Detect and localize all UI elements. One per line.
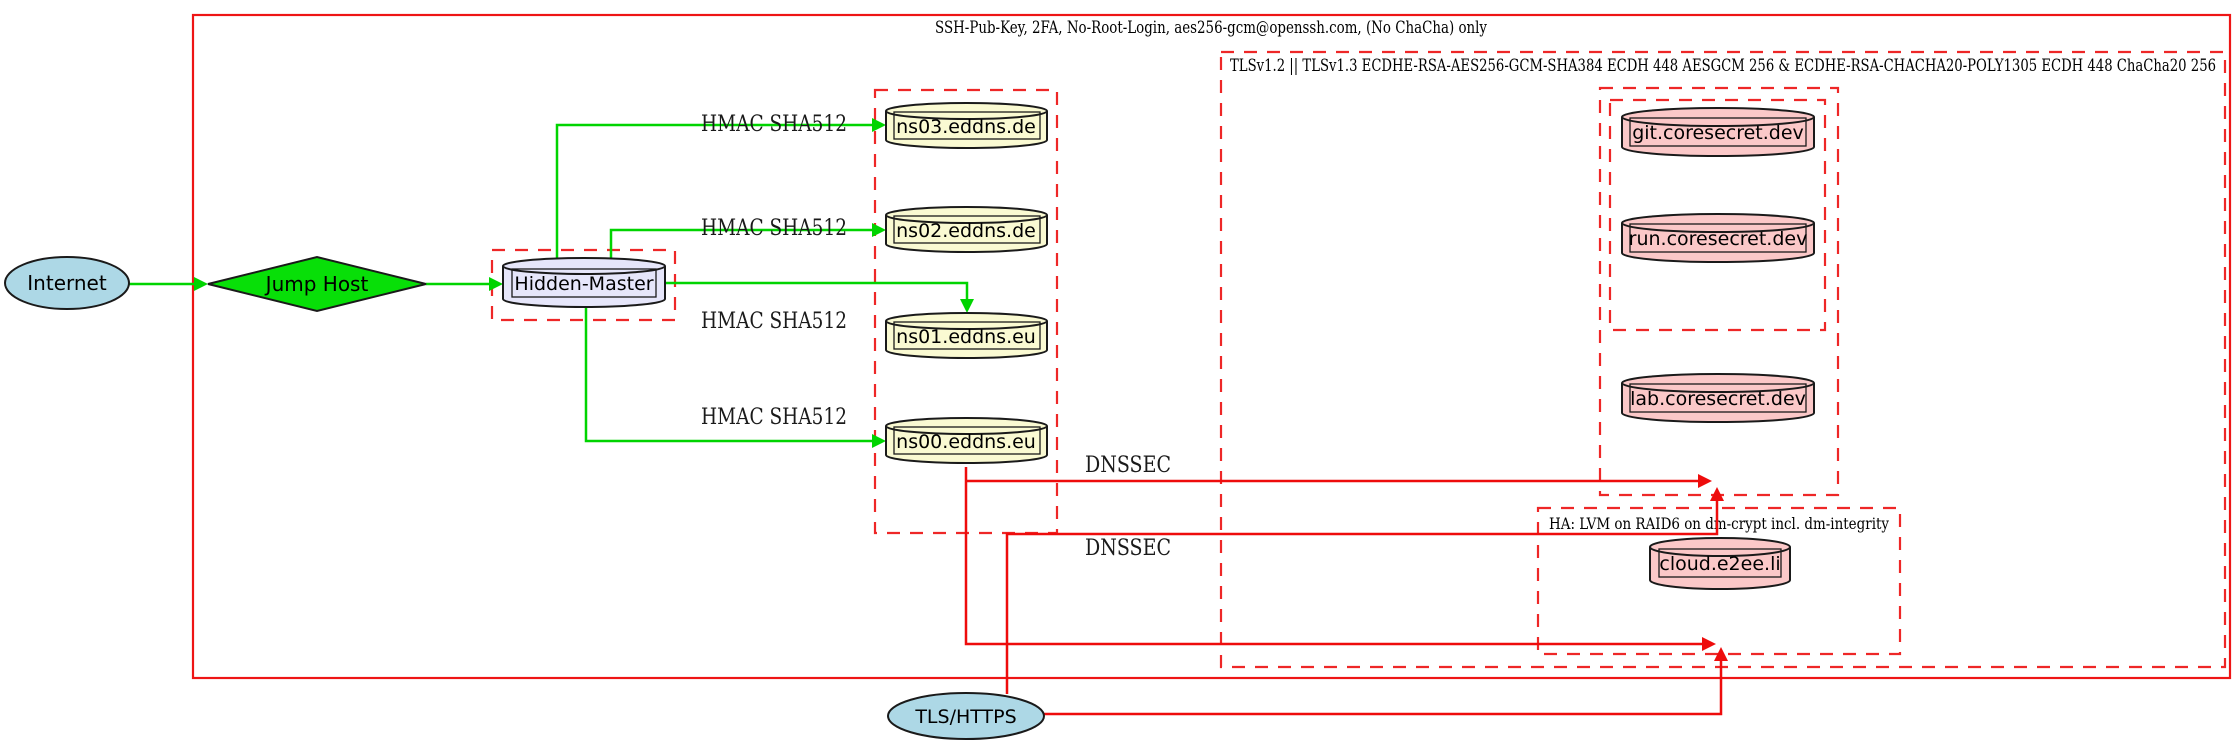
node-run-label: run.coresecret.dev xyxy=(1629,228,1808,250)
edge-dnssec-upper-arrowhead xyxy=(1698,474,1712,488)
node-cloud-label: cloud.e2ee.li xyxy=(1659,553,1780,575)
node-hidden-master: Hidden-Master xyxy=(502,257,666,308)
node-ns03-label: ns03.eddns.de xyxy=(896,116,1036,138)
cluster-ssh-box xyxy=(191,13,2232,680)
node-internet-label: Internet xyxy=(27,271,107,295)
edge-hiddenmaster-ns01-arrowhead xyxy=(960,299,974,313)
cluster-tls-label: TLSv1.2 || TLSv1.3 ECDHE-RSA-AES256-GCM-… xyxy=(1230,56,2216,76)
cluster-ha-box xyxy=(1536,506,1902,656)
node-tls-https xyxy=(887,692,1045,740)
cluster-tls-box xyxy=(1219,50,2227,669)
edge-hiddenmaster-ns03-arrowhead xyxy=(872,118,886,132)
node-jump-host xyxy=(207,255,427,313)
cluster-ssh-label: SSH-Pub-Key, 2FA, No-Root-Login, aes256-… xyxy=(935,18,1487,38)
node-ns02-label: ns02.eddns.de xyxy=(896,220,1036,242)
node-run: run.coresecret.dev xyxy=(1621,213,1815,263)
node-git: git.coresecret.dev xyxy=(1621,107,1815,157)
node-git-label: git.coresecret.dev xyxy=(1632,122,1804,144)
node-internet xyxy=(4,256,130,310)
cluster-nameservers-box xyxy=(873,88,1059,535)
node-ns00-label: ns00.eddns.eu xyxy=(896,431,1036,453)
edge-hiddenmaster-ns01 xyxy=(665,281,969,299)
edge-label-hmac-ns01: HMAC SHA512 xyxy=(701,309,847,334)
cluster-ha-label: HA: LVM on RAID6 on dm-crypt incl. dm-in… xyxy=(1549,514,1889,533)
edge-hiddenmaster-ns00-arrowhead xyxy=(872,434,886,448)
edge-tlshttps-ha-arrowhead xyxy=(1714,647,1728,661)
edge-tlshttps-ha xyxy=(1044,661,1723,716)
edge-internet-jumphost-arrowhead xyxy=(194,277,208,291)
node-jump-host-label: Jump Host xyxy=(264,272,369,296)
edge-tlshttps-gitrunlab xyxy=(1005,501,1719,694)
edge-hiddenmaster-ns02-arrowhead xyxy=(872,223,886,237)
node-hidden-master-label: Hidden-Master xyxy=(514,273,653,295)
node-ns03: ns03.eddns.de xyxy=(885,102,1048,149)
edge-hiddenmaster-ns02 xyxy=(609,228,872,260)
edge-label-hmac-ns03: HMAC SHA512 xyxy=(701,112,847,137)
edge-jumphost-hiddenmaster-arrowhead xyxy=(489,277,503,291)
node-lab-label: lab.coresecret.dev xyxy=(1630,388,1806,410)
cluster-git-run-box xyxy=(1608,98,1827,332)
edge-dnssec-lower-path xyxy=(964,467,1702,646)
edge-label-dnssec-lower: DNSSEC xyxy=(1085,536,1171,561)
node-tls-https-label: TLS/HTTPS xyxy=(914,706,1016,728)
edge-hiddenmaster-ns03 xyxy=(555,123,872,260)
node-ns00: ns00.eddns.eu xyxy=(885,417,1048,464)
edge-label-hmac-ns00: HMAC SHA512 xyxy=(701,405,847,430)
node-ns01-label: ns01.eddns.eu xyxy=(896,326,1036,348)
node-lab: lab.coresecret.dev xyxy=(1621,373,1815,423)
node-ns02: ns02.eddns.de xyxy=(885,206,1048,253)
edge-dnssec-lower-arrowhead xyxy=(1702,637,1716,651)
node-cloud: cloud.e2ee.li xyxy=(1649,537,1791,590)
node-ns01: ns01.eddns.eu xyxy=(885,312,1048,359)
edge-tlshttps-gitrunlab-arrowhead xyxy=(1710,487,1724,501)
edge-label-hmac-ns02: HMAC SHA512 xyxy=(701,216,847,241)
edge-label-dnssec-upper: DNSSEC xyxy=(1085,453,1171,478)
edge-hiddenmaster-ns00 xyxy=(584,306,872,443)
